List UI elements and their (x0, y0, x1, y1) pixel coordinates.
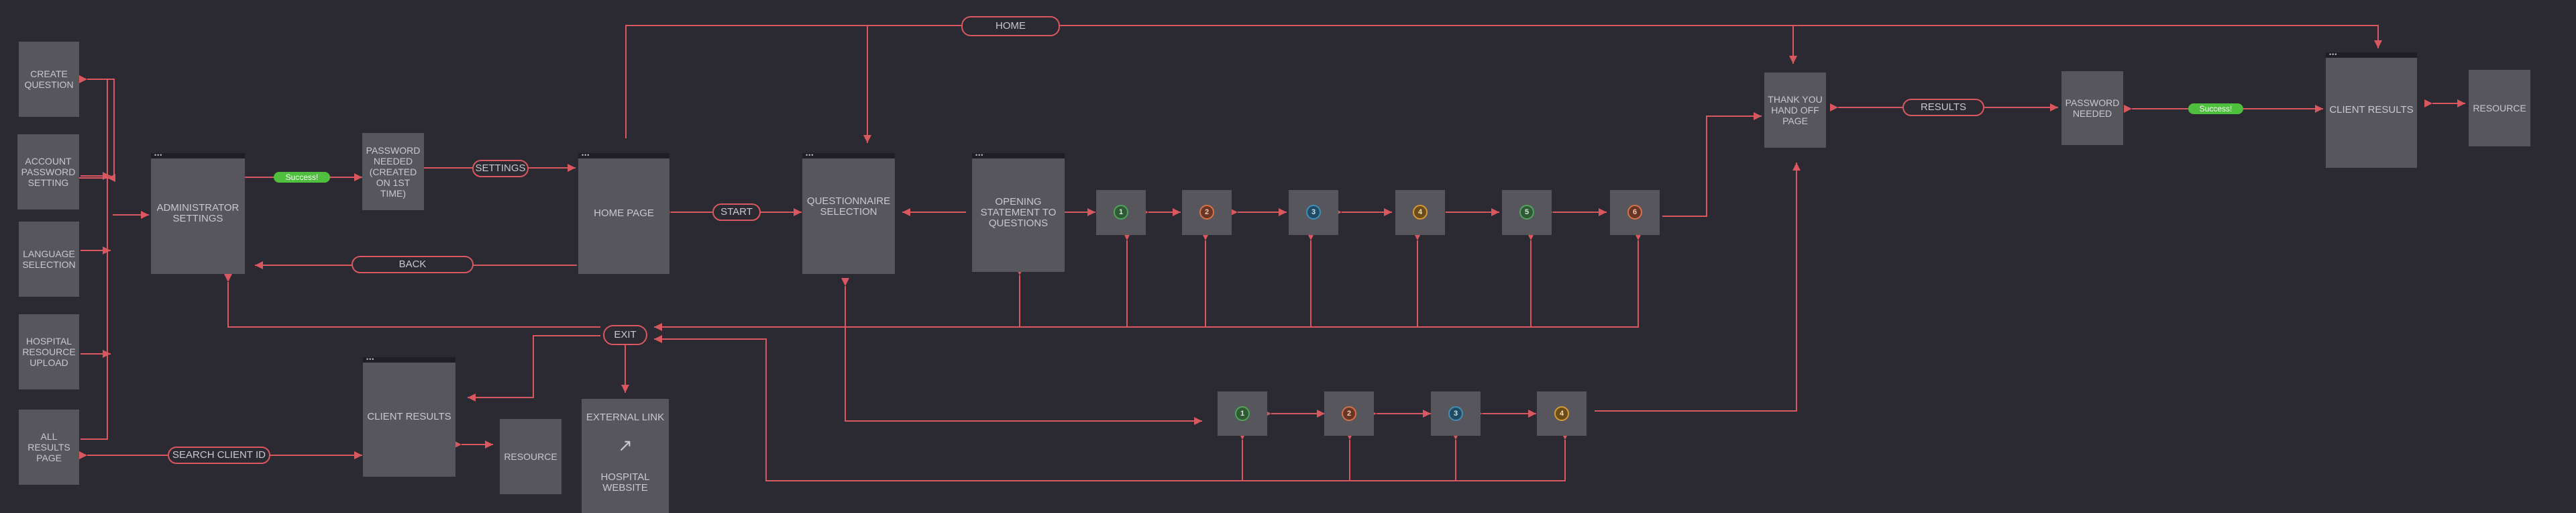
window-dots-icon: ••• (2329, 51, 2338, 58)
step-node-1[interactable]: 1 (1096, 190, 1146, 235)
step-node-6[interactable]: 6 (1610, 190, 1660, 235)
exit-pill[interactable]: EXIT (603, 325, 647, 345)
step-number-3: 3 (1306, 205, 1321, 220)
bottom-step-node-4[interactable]: 4 (1537, 391, 1587, 436)
step-number-2: 2 (1199, 205, 1214, 220)
window-dots-icon: ••• (366, 356, 375, 363)
window-dots-icon: ••• (975, 152, 984, 158)
resource-left-label: RESOURCE (504, 451, 557, 462)
window-dots-icon: ••• (806, 152, 814, 158)
all-results-label: ALL RESULTS PAGE (28, 431, 70, 463)
home-pill[interactable]: HOME (961, 16, 1060, 36)
create-question-label: CREATE QUESTION (24, 68, 74, 90)
success-badge-left: Success! (274, 172, 330, 183)
account-password-node[interactable]: ACCOUNT PASSWORD SETTING (17, 134, 79, 209)
bottom-step-node-2[interactable]: 2 (1324, 391, 1374, 436)
window-dots-icon: ••• (154, 152, 163, 158)
opening-statement-label: OPENING STATEMENT TO QUESTIONS (980, 195, 1057, 229)
back-pill[interactable]: BACK (352, 256, 474, 273)
bottom-step-node-3[interactable]: 3 (1431, 391, 1481, 436)
opening-statement-node[interactable]: ••• OPENING STATEMENT TO QUESTIONS (972, 152, 1065, 272)
step-node-2[interactable]: 2 (1182, 190, 1232, 235)
external-link-node[interactable]: EXTERNAL LINK ↗ HOSPITAL WEBSITE (582, 399, 669, 513)
all-results-node[interactable]: ALL RESULTS PAGE (19, 410, 79, 485)
window-bar: ••• (972, 152, 1065, 158)
password-needed-first-label: PASSWORD NEEDED (CREATED ON 1ST TIME) (366, 144, 421, 199)
hospital-resource-node[interactable]: HOSPITAL RESOURCE UPLOAD (19, 314, 79, 389)
step-node-3[interactable]: 3 (1289, 190, 1338, 235)
window-bar: ••• (578, 152, 669, 158)
resource-right-node[interactable]: RESOURCE (2469, 70, 2530, 146)
bottom-step-node-1[interactable]: 1 (1218, 391, 1267, 436)
step-number-6: 6 (1627, 205, 1642, 220)
language-selection-label: LANGUAGE SELECTION (22, 248, 76, 270)
step-node-5[interactable]: 5 (1502, 190, 1552, 235)
settings-pill[interactable]: SETTINGS (472, 160, 529, 177)
window-bar: ••• (151, 152, 245, 158)
resource-left-node[interactable]: RESOURCE (500, 419, 561, 494)
client-results-right-node[interactable]: ••• CLIENT RESULTS (2326, 52, 2417, 168)
step-number-1: 1 (1114, 205, 1128, 220)
password-needed-first-node[interactable]: PASSWORD NEEDED (CREATED ON 1ST TIME) (362, 133, 424, 210)
bottom-step-number-3: 3 (1448, 406, 1463, 421)
window-dots-icon: ••• (582, 152, 590, 158)
window-bar: ••• (2326, 52, 2417, 58)
search-client-id-pill[interactable]: SEARCH CLIENT ID (168, 447, 270, 464)
password-needed-right-label: PASSWORD NEEDED (2065, 97, 2120, 119)
resource-right-label: RESOURCE (2473, 103, 2526, 113)
language-selection-node[interactable]: LANGUAGE SELECTION (19, 222, 79, 297)
success-badge-right: Success! (2188, 103, 2243, 114)
admin-settings-label: ADMINISTRATOR SETTINGS (156, 202, 239, 224)
thank-you-node[interactable]: THANK YOU HAND OFF PAGE (1764, 73, 1826, 148)
password-needed-right-node[interactable]: PASSWORD NEEDED (2061, 71, 2123, 145)
create-question-node[interactable]: CREATE QUESTION (19, 42, 79, 117)
results-pill[interactable]: RESULTS (1902, 99, 1984, 116)
start-pill[interactable]: START (712, 203, 761, 221)
home-page-node[interactable]: ••• HOME PAGE (578, 152, 669, 274)
client-results-right-label: CLIENT RESULTS (2329, 104, 2414, 115)
hospital-resource-label: HOSPITAL RESOURCE UPLOAD (22, 336, 76, 368)
step-number-5: 5 (1519, 205, 1534, 220)
window-bar: ••• (363, 357, 455, 363)
questionnaire-selection-node[interactable]: ••• QUESTIONNAIRE SELECTION (802, 152, 895, 274)
bottom-step-number-4: 4 (1554, 406, 1569, 421)
questionnaire-selection-label: QUESTIONNAIRE SELECTION (806, 195, 891, 218)
thank-you-label: THANK YOU HAND OFF PAGE (1768, 94, 1823, 126)
bottom-step-number-1: 1 (1235, 406, 1250, 421)
client-results-left-label: CLIENT RESULTS (367, 411, 451, 422)
external-arrow-icon: ↗ (618, 435, 633, 455)
step-node-4[interactable]: 4 (1395, 190, 1445, 235)
home-page-label: HOME PAGE (594, 207, 654, 219)
external-link-label: EXTERNAL LINK (586, 412, 665, 423)
hospital-website-label: HOSPITAL WEBSITE (600, 471, 650, 494)
bottom-step-number-2: 2 (1342, 406, 1356, 421)
client-results-left-node[interactable]: ••• CLIENT RESULTS (363, 357, 455, 477)
step-number-4: 4 (1413, 205, 1428, 220)
account-password-label: ACCOUNT PASSWORD SETTING (21, 156, 76, 188)
admin-settings-node[interactable]: ••• ADMINISTRATOR SETTINGS (151, 152, 245, 274)
window-bar: ••• (802, 152, 895, 158)
